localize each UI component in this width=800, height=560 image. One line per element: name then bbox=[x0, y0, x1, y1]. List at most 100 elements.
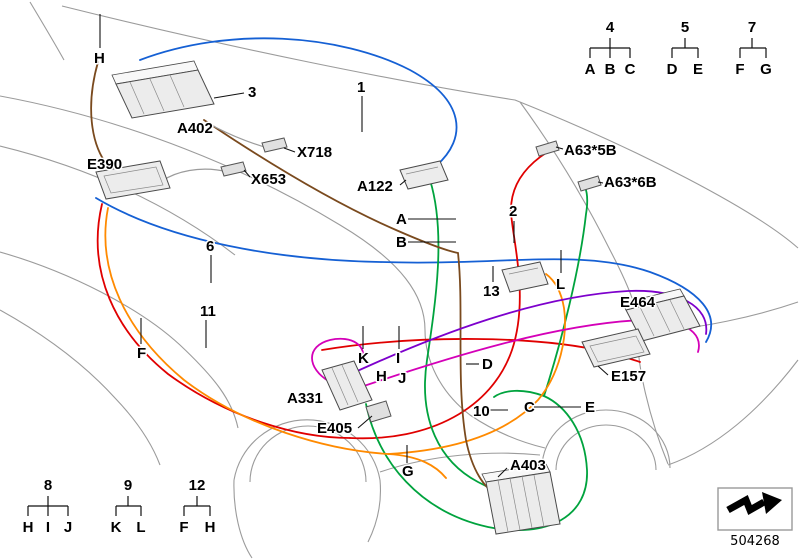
leader-lines bbox=[99, 14, 609, 478]
legend-group-4: 4 A B C bbox=[585, 19, 636, 78]
callout-h-mid[interactable]: H bbox=[375, 367, 389, 387]
callout-3[interactable]: 3 bbox=[247, 83, 258, 103]
legend-group-8: 8 H I J bbox=[23, 477, 73, 536]
wire-orange-left bbox=[104, 207, 447, 479]
callout-2[interactable]: 2 bbox=[508, 202, 519, 222]
wire-magenta-cross bbox=[345, 318, 700, 393]
a403-ribs bbox=[497, 474, 545, 533]
label-x718[interactable]: X718 bbox=[296, 143, 334, 163]
front-bumper-line bbox=[233, 479, 253, 559]
legend-12-letter-h: H bbox=[205, 519, 216, 536]
component-e157 bbox=[581, 328, 651, 368]
a63-6b-plug bbox=[577, 175, 602, 192]
callout-10[interactable]: 10 bbox=[472, 402, 492, 422]
callout-h-top[interactable]: H bbox=[93, 49, 107, 69]
wire-brown-top bbox=[90, 61, 109, 167]
callout-g[interactable]: G bbox=[401, 462, 416, 482]
label-e390[interactable]: E390 bbox=[86, 155, 124, 175]
leader-e405 bbox=[357, 415, 373, 429]
legend-group-7: 7 F G bbox=[735, 19, 771, 78]
legend-12-bracket bbox=[183, 496, 211, 516]
connector-a63-5b bbox=[535, 140, 560, 157]
component-e405 bbox=[365, 400, 392, 423]
callout-d[interactable]: D bbox=[481, 355, 495, 375]
legend-group-9: 9 K L bbox=[111, 477, 146, 536]
wire-magenta-loop bbox=[311, 337, 365, 383]
legend-4-letter-a: A bbox=[585, 61, 596, 78]
callout-f[interactable]: F bbox=[136, 344, 148, 364]
component-a122 bbox=[399, 160, 449, 190]
part-number: 504268 bbox=[730, 534, 780, 549]
wire-gray-x718 bbox=[205, 121, 269, 149]
car-corner-line bbox=[29, 1, 65, 61]
legend-7-letter-f: F bbox=[735, 61, 744, 78]
callout-1[interactable]: 1 bbox=[356, 78, 367, 98]
a122-inset bbox=[405, 166, 439, 175]
legend-8-letter-i: I bbox=[46, 519, 50, 536]
callout-c[interactable]: C bbox=[523, 398, 537, 418]
label-e157[interactable]: E157 bbox=[610, 367, 648, 387]
leader-a63-5b bbox=[555, 146, 564, 150]
legend-7-number: 7 bbox=[748, 19, 756, 36]
callout-i[interactable]: I bbox=[395, 349, 402, 369]
front-wheel-arch-inner bbox=[249, 425, 367, 483]
legend-5-number: 5 bbox=[681, 19, 689, 36]
label-a63-5b[interactable]: A63*5B bbox=[563, 141, 619, 161]
leader-x718 bbox=[283, 147, 296, 153]
rear-bumper-line bbox=[667, 359, 799, 466]
label-a63-6b[interactable]: A63*6B bbox=[603, 173, 659, 193]
wire-red-center-up bbox=[349, 148, 555, 440]
connector-x718 bbox=[261, 137, 288, 153]
component-e390 bbox=[95, 160, 171, 200]
callout-l[interactable]: L bbox=[555, 275, 567, 295]
part-thumbnail[interactable]: 504268 bbox=[717, 487, 793, 549]
a331-ribs bbox=[331, 364, 359, 406]
callout-labels: H 3 1 A B 2 6 13 L 11 F K I H J D 10 C E… bbox=[93, 49, 597, 482]
callout-b[interactable]: B bbox=[395, 233, 409, 253]
callout-a[interactable]: A bbox=[395, 210, 409, 230]
c-pillar-line bbox=[519, 101, 669, 465]
direction-arrow-head bbox=[762, 492, 782, 514]
e464-ribs bbox=[639, 299, 685, 337]
label-a402[interactable]: A402 bbox=[176, 119, 215, 139]
legend-group-12: 12 F H bbox=[179, 477, 215, 536]
label-x653[interactable]: X653 bbox=[250, 170, 288, 190]
leader-x653 bbox=[243, 169, 251, 178]
component-a403 bbox=[481, 463, 561, 535]
legend-5-letter-e: E bbox=[693, 61, 703, 78]
leader-a403 bbox=[497, 467, 508, 478]
label-a331[interactable]: A331 bbox=[286, 389, 325, 409]
direction-arrow-icon bbox=[726, 495, 766, 516]
wire-blue-roof bbox=[139, 37, 458, 167]
connector-a63-6b bbox=[577, 175, 602, 192]
component-13-module bbox=[501, 261, 549, 293]
leader-3 bbox=[213, 92, 245, 99]
wire-orange-right bbox=[387, 273, 566, 455]
component-labels: A402 E390 X718 X653 A122 A63*5B A63*6B E… bbox=[86, 119, 659, 476]
rocker-line bbox=[379, 452, 541, 473]
callout-j[interactable]: J bbox=[397, 369, 408, 389]
legend-12-letter-f: F bbox=[179, 519, 188, 536]
wire-red-left bbox=[96, 203, 351, 439]
legend-12-number: 12 bbox=[189, 477, 206, 494]
callout-k[interactable]: K bbox=[357, 349, 371, 369]
a403-body bbox=[485, 471, 561, 535]
legend-8-letter-j: J bbox=[64, 519, 72, 536]
wire-brown-diagonal bbox=[203, 119, 499, 497]
callout-13[interactable]: 13 bbox=[482, 282, 502, 302]
callout-11[interactable]: 11 bbox=[199, 302, 218, 322]
component-a331 bbox=[321, 360, 373, 411]
label-a403[interactable]: A403 bbox=[509, 456, 548, 476]
module13-inset bbox=[508, 267, 539, 275]
car-roof-line bbox=[61, 5, 799, 249]
label-e405[interactable]: E405 bbox=[316, 419, 354, 439]
label-e464[interactable]: E464 bbox=[619, 293, 658, 313]
callout-6[interactable]: 6 bbox=[205, 237, 216, 257]
callout-e[interactable]: E bbox=[584, 398, 597, 418]
label-a122[interactable]: A122 bbox=[356, 177, 395, 197]
legend-4-bracket bbox=[589, 38, 631, 58]
legend-5-bracket bbox=[671, 38, 699, 58]
car-fender-line bbox=[0, 251, 239, 429]
